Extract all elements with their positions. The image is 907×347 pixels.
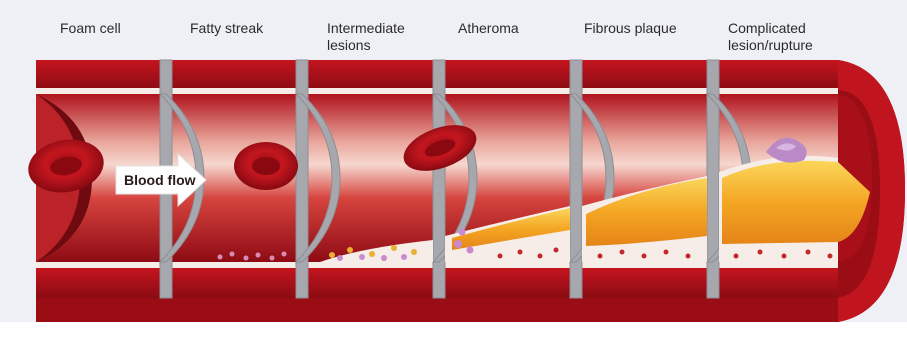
artery-illustration: [0, 0, 907, 322]
blood-flow-label: Blood flow: [124, 172, 196, 188]
footer-band: [0, 322, 907, 347]
